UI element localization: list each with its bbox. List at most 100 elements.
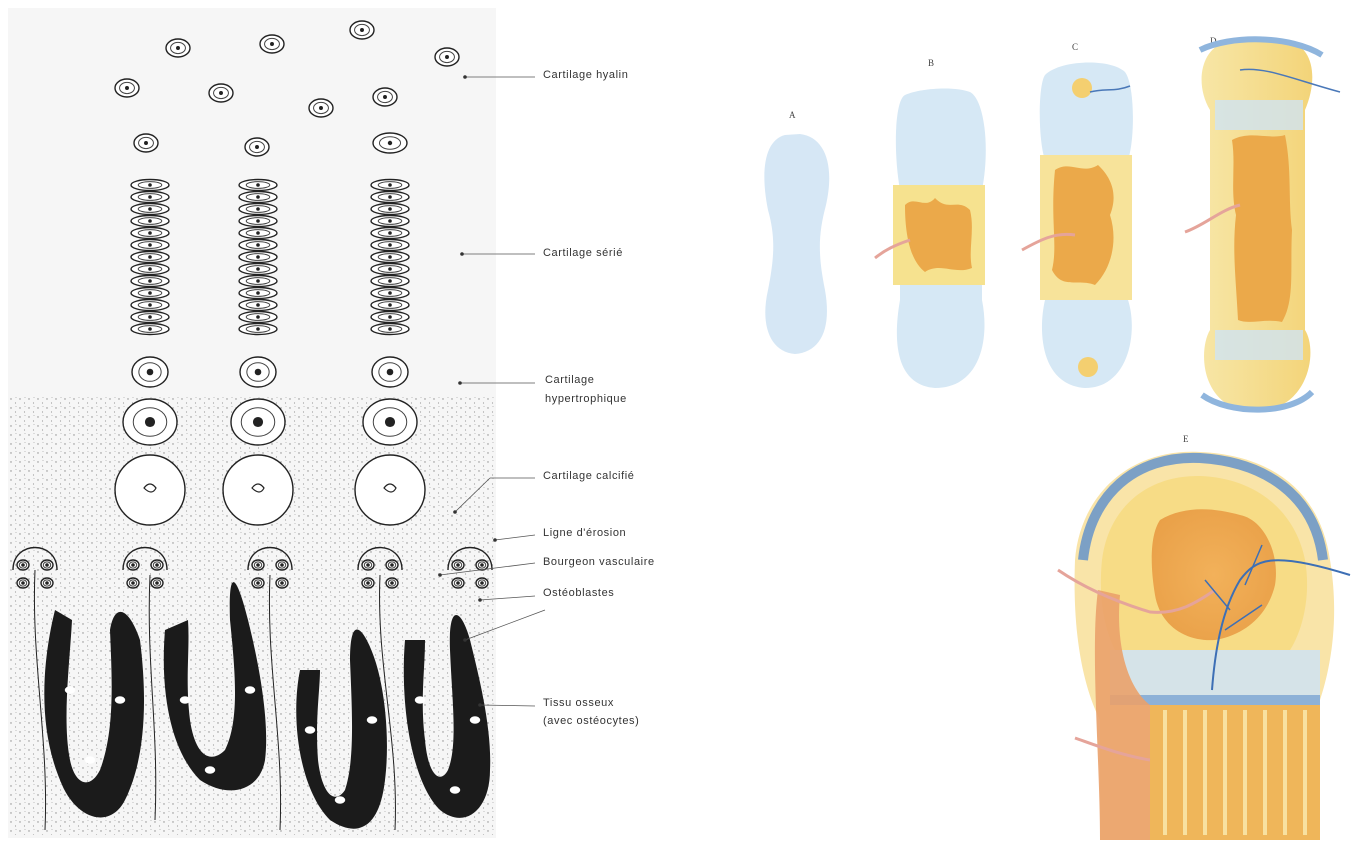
cell-nucleus — [256, 183, 260, 187]
chondrocyte — [41, 560, 53, 570]
cell-nucleus — [256, 243, 260, 247]
osteocyte — [415, 697, 425, 704]
chondrocyte — [252, 560, 264, 570]
left-histology-figure: Cartilage hyalin Cartilage sérié Cartila… — [8, 8, 655, 838]
chondrocyte — [231, 399, 285, 445]
chondrocyte — [373, 88, 397, 106]
osteocyte — [65, 687, 75, 694]
cell-nucleus — [256, 327, 260, 331]
chondrocyte — [239, 312, 277, 323]
osteocyte — [180, 697, 190, 704]
chondrocyte — [123, 399, 177, 445]
cell-nucleus — [383, 95, 387, 99]
label-cartilage-hypertrophique-line2: hypertrophique — [545, 393, 627, 405]
osteocyte — [450, 787, 460, 794]
leader-dot — [478, 703, 482, 707]
chondrocyte — [239, 180, 277, 191]
cell-nucleus — [366, 581, 370, 585]
chondrocyte — [309, 99, 333, 117]
label-cartilage-serie: Cartilage sérié — [543, 247, 623, 259]
leader-dot — [453, 510, 457, 514]
cell-nucleus — [388, 207, 392, 211]
label-bourgeon-vasculaire: Bourgeon vasculaire — [543, 556, 655, 568]
cell-nucleus — [360, 28, 364, 32]
cell-nucleus — [388, 219, 392, 223]
cell-nucleus — [256, 255, 260, 259]
cell-nucleus — [388, 327, 392, 331]
cell-nucleus — [148, 303, 152, 307]
cell-nucleus — [147, 369, 154, 376]
osteocyte — [85, 757, 95, 764]
cell-nucleus — [148, 279, 152, 283]
leader-dot — [493, 538, 497, 542]
cell-nucleus — [148, 219, 152, 223]
chondrocyte — [239, 204, 277, 215]
cell-nucleus — [148, 255, 152, 259]
osteocyte — [245, 687, 255, 694]
cell-nucleus — [388, 141, 392, 145]
chondrocyte — [452, 578, 464, 588]
chondrocyte — [239, 264, 277, 275]
chondrocyte — [17, 560, 29, 570]
chondrocyte — [435, 48, 459, 66]
chondrocyte — [131, 216, 169, 227]
leader-dot — [460, 252, 464, 256]
chondrocyte — [127, 560, 139, 570]
chondrocyte — [371, 228, 409, 239]
cell-nucleus — [256, 303, 260, 307]
chondrocyte — [239, 216, 277, 227]
cell-nucleus — [388, 267, 392, 271]
cell-nucleus — [256, 231, 260, 235]
chondrocyte — [131, 240, 169, 251]
chondrocyte — [41, 578, 53, 588]
chondrocyte — [115, 79, 139, 97]
cell-nucleus — [390, 563, 394, 567]
cell-nucleus — [388, 255, 392, 259]
cell-nucleus — [125, 86, 129, 90]
panel-a-cartilage-model — [764, 134, 829, 354]
chondrocyte — [127, 578, 139, 588]
cell-nucleus — [388, 231, 392, 235]
chondrocyte — [371, 216, 409, 227]
calcified-cell-outline — [115, 455, 185, 525]
cell-nucleus — [456, 581, 460, 585]
cell-nucleus — [388, 291, 392, 295]
cell-nucleus — [445, 55, 449, 59]
cell-nucleus — [388, 315, 392, 319]
cell-nucleus — [131, 581, 135, 585]
cell-nucleus — [45, 581, 49, 585]
cell-nucleus — [366, 563, 370, 567]
cell-nucleus — [388, 183, 392, 187]
leader-dot — [458, 381, 462, 385]
chondrocyte — [17, 578, 29, 588]
cell-nucleus — [21, 581, 25, 585]
cell-nucleus — [256, 219, 260, 223]
chondrocyte — [372, 357, 408, 387]
chondrocyte — [363, 399, 417, 445]
label-tissu-osseux-line1: Tissu osseux — [543, 697, 614, 709]
osteocyte — [205, 767, 215, 774]
chondrocyte — [371, 288, 409, 299]
chondrocyte — [362, 578, 374, 588]
chondrocyte — [239, 240, 277, 251]
chondrocyte — [239, 300, 277, 311]
chondrocyte — [386, 560, 398, 570]
right-bone-development-figure: A B C D E — [764, 36, 1350, 840]
chondrocyte — [239, 276, 277, 287]
cell-nucleus — [388, 303, 392, 307]
chondrocyte — [252, 578, 264, 588]
chondrocyte — [131, 192, 169, 203]
cell-nucleus — [148, 183, 152, 187]
cell-nucleus — [390, 581, 394, 585]
chondrocyte — [166, 39, 190, 57]
cell-nucleus — [256, 581, 260, 585]
cell-nucleus — [480, 581, 484, 585]
chondrocyte — [371, 240, 409, 251]
chondrocyte — [132, 357, 168, 387]
cell-nucleus — [256, 207, 260, 211]
cell-nucleus — [148, 231, 152, 235]
chondrocyte — [362, 560, 374, 570]
chondrocyte — [276, 560, 288, 570]
cell-nucleus — [256, 315, 260, 319]
chondrocyte — [371, 312, 409, 323]
